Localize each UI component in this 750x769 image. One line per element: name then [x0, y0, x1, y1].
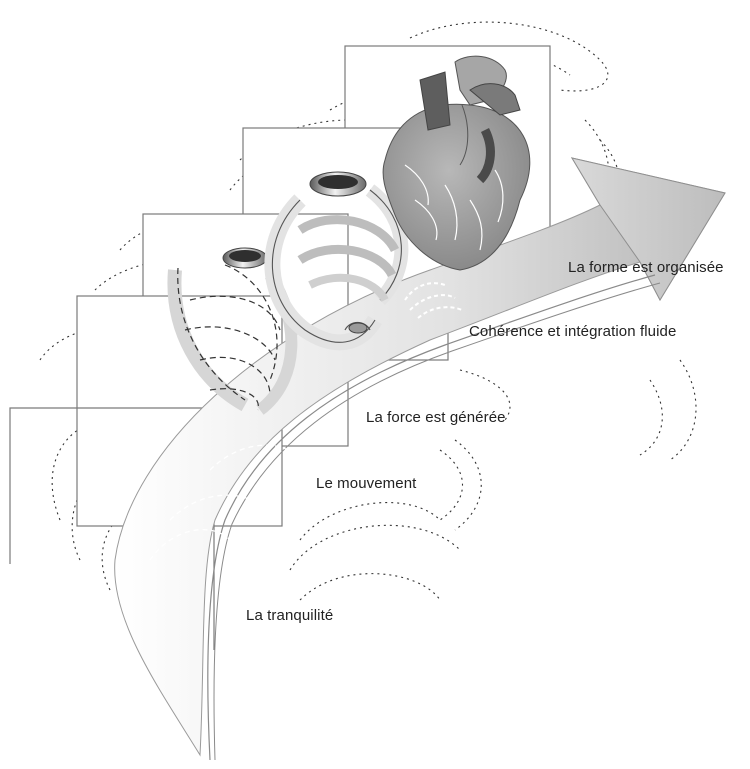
stage-3-label: La force est générée	[366, 409, 506, 426]
stage-4-label: Cohérence et intégration fluide	[469, 323, 676, 340]
stage-2-label: Le mouvement	[316, 475, 416, 492]
stage-5-label: La forme est organisée	[568, 259, 724, 276]
stage-1-label: La tranquilité	[246, 607, 333, 624]
